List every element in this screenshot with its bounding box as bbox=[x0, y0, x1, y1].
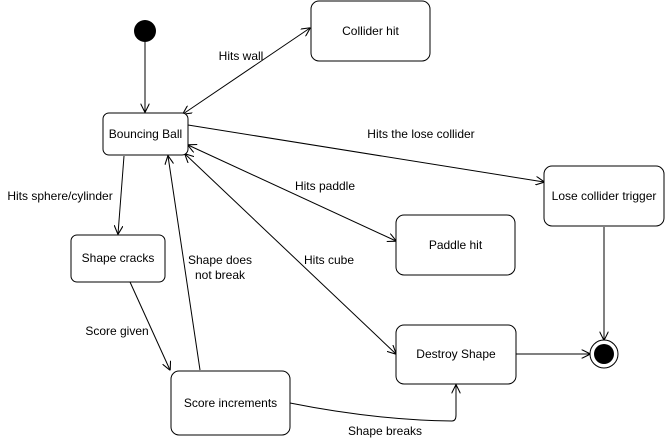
state-label: Collider hit bbox=[342, 24, 399, 38]
edge-bouncing-ball-shape-cracks bbox=[118, 155, 125, 234]
state-shape-cracks[interactable]: Shape cracks bbox=[70, 234, 166, 283]
start-node bbox=[134, 20, 156, 42]
state-label: Lose collider trigger bbox=[552, 189, 657, 203]
state-label: Paddle hit bbox=[429, 238, 483, 252]
state-bouncing-ball[interactable]: Bouncing Ball bbox=[102, 112, 189, 156]
edge-score-increments-to-bouncing-ball bbox=[168, 156, 201, 371]
edge-shape-cracks-to-score-increments bbox=[129, 281, 170, 370]
state-label: Destroy Shape bbox=[416, 347, 496, 361]
edge-bouncing-ball-destroy-shape bbox=[185, 154, 396, 354]
transition-label-score-given: Score given bbox=[85, 324, 148, 338]
transition-label-hits-wall: Hits wall bbox=[219, 49, 264, 63]
edge-score-increments-to-destroy-shape bbox=[289, 385, 456, 422]
state-label: Bouncing Ball bbox=[109, 127, 182, 141]
end-node bbox=[589, 339, 619, 369]
transition-label-hits-sphere-cylinder: Hits sphere/cylinder bbox=[7, 189, 112, 203]
state-label: Score increments bbox=[184, 396, 277, 410]
edge-bouncing-ball-paddle-hit bbox=[188, 145, 396, 241]
state-label: Shape cracks bbox=[82, 251, 155, 265]
edge-bouncing-ball-collider-hit bbox=[183, 28, 310, 114]
edge-bouncing-ball-lose-collider bbox=[187, 124, 544, 182]
state-lose-collider-trigger[interactable]: Lose collider trigger bbox=[543, 165, 665, 227]
state-destroy-shape[interactable]: Destroy Shape bbox=[395, 324, 517, 385]
transition-label-hits-cube: Hits cube bbox=[304, 253, 354, 267]
transition-label-hits-lose-collider: Hits the lose collider bbox=[367, 127, 474, 141]
transition-label-hits-paddle: Hits paddle bbox=[295, 179, 355, 193]
state-collider-hit[interactable]: Collider hit bbox=[310, 0, 431, 62]
transition-label-shape-breaks: Shape breaks bbox=[348, 424, 422, 438]
state-score-increments[interactable]: Score increments bbox=[170, 370, 291, 436]
state-paddle-hit[interactable]: Paddle hit bbox=[395, 214, 516, 276]
transition-label-shape-does-not-break-line1: Shape does bbox=[188, 253, 252, 267]
transition-label-shape-does-not-break-line2: not break bbox=[195, 268, 246, 282]
